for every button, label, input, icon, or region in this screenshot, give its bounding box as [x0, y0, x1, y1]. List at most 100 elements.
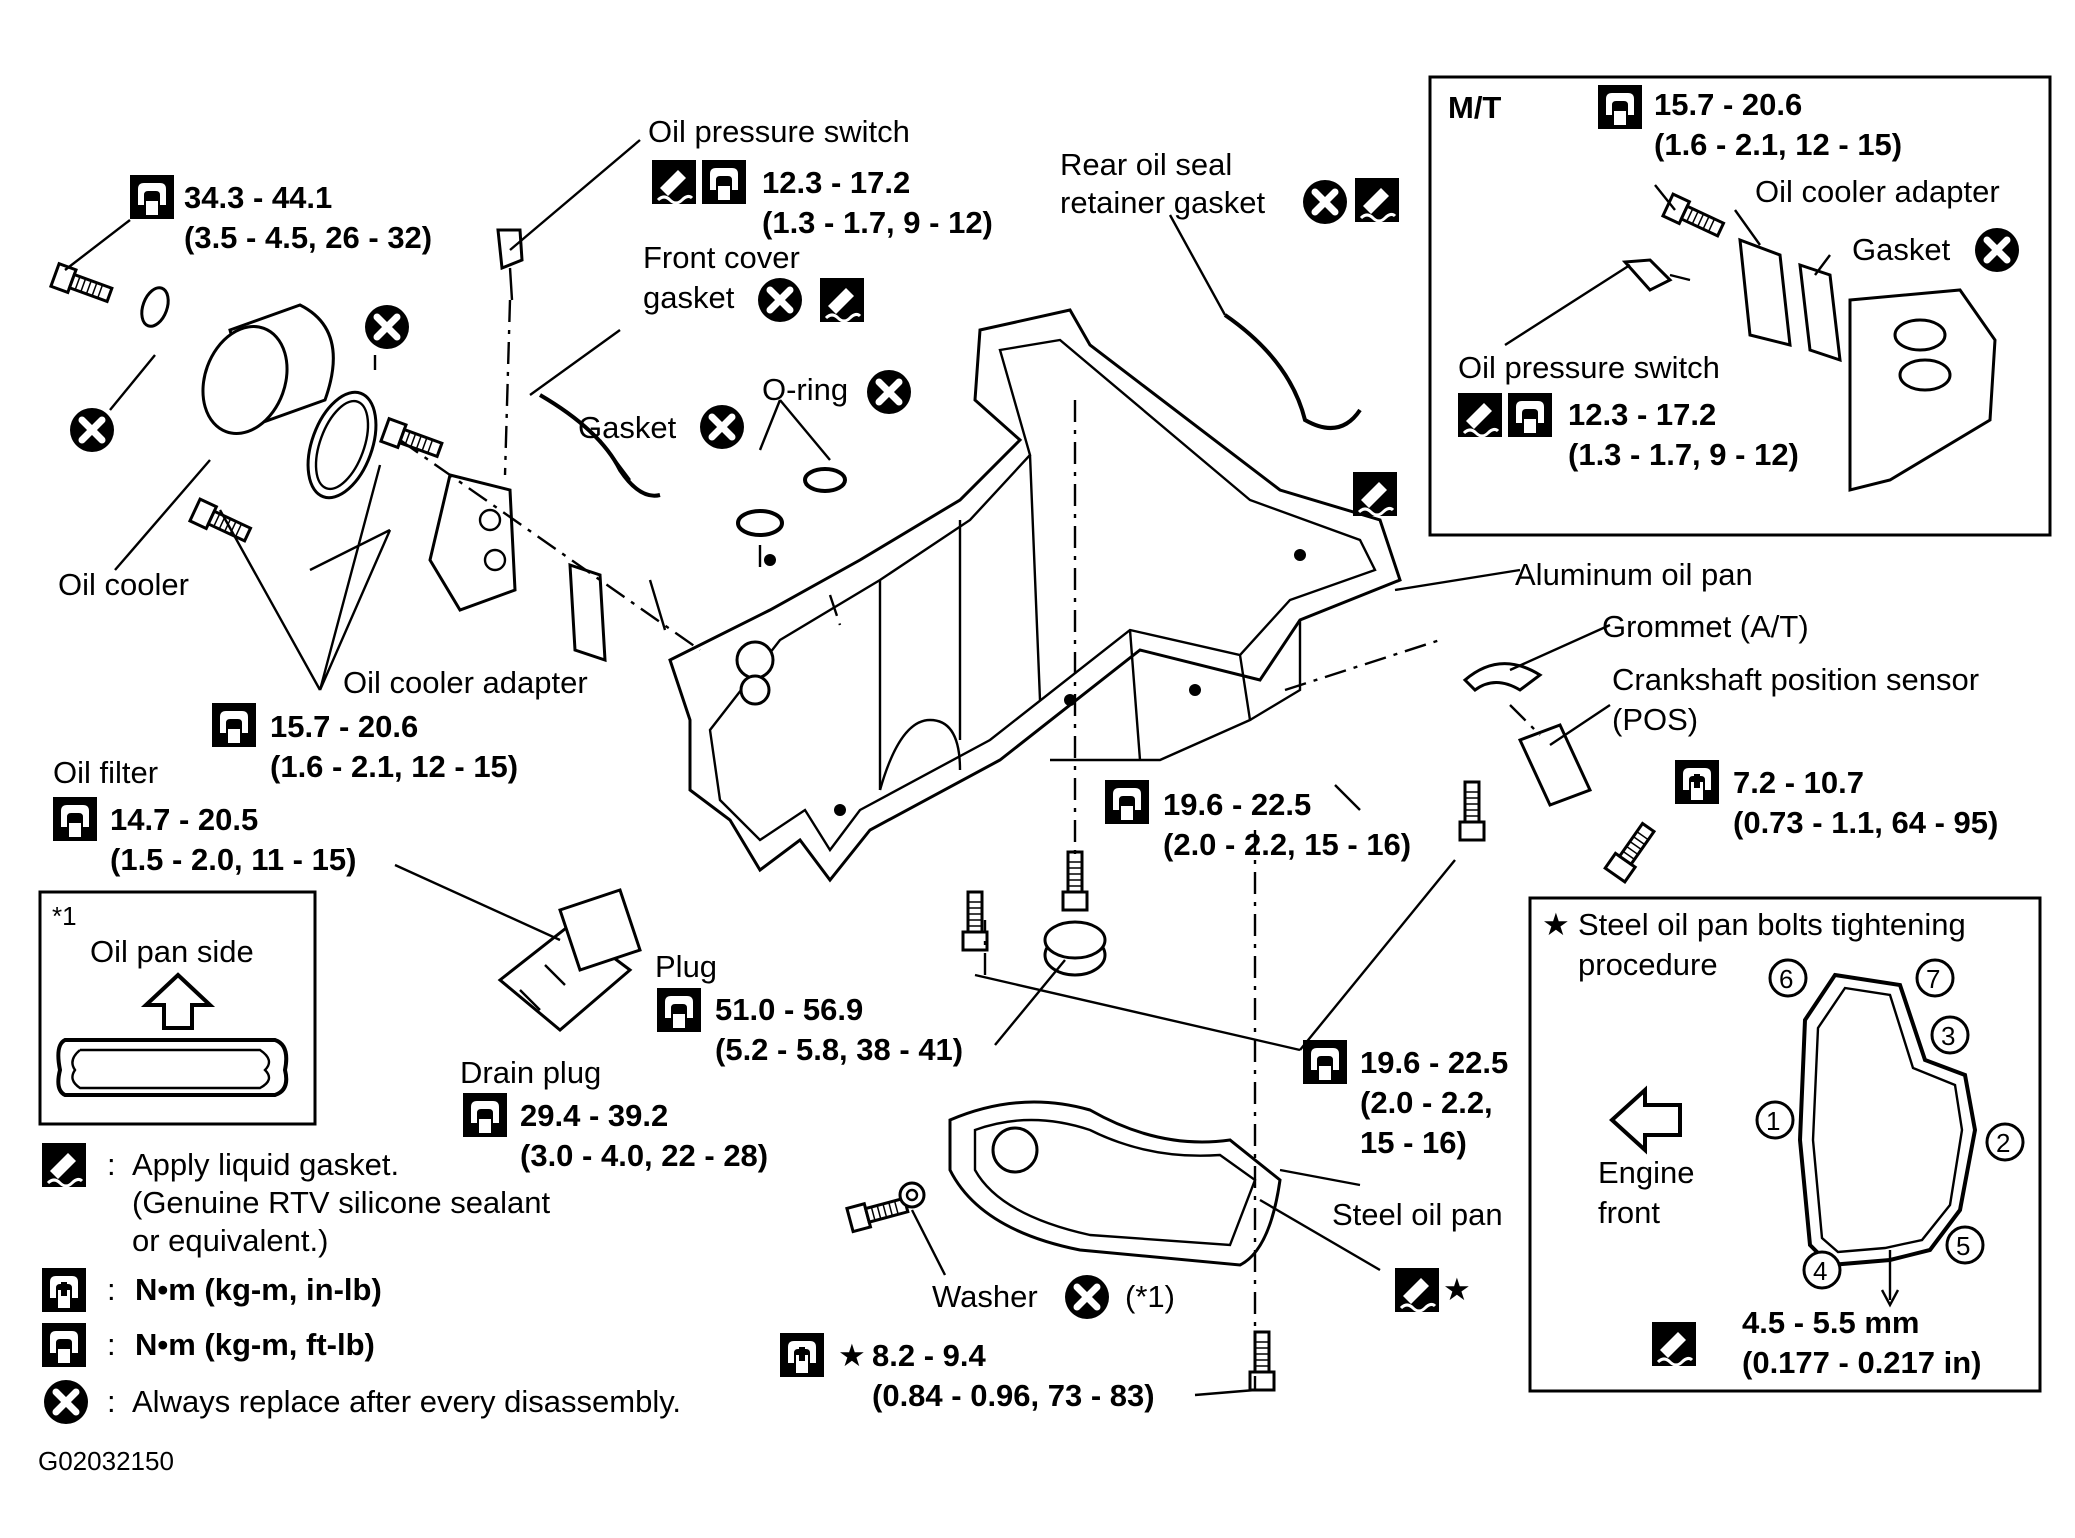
torque-wrench-filled-icon [780, 1333, 824, 1377]
inset-note: *1 [52, 901, 77, 931]
svg-text:(0.73 - 1.1, 64 - 95): (0.73 - 1.1, 64 - 95) [1733, 805, 1998, 840]
torque-wrench-icon [702, 160, 746, 204]
liquid-gasket-icon [1393, 1266, 1441, 1314]
label-o-ring: O-ring [762, 372, 848, 407]
svg-text:34.3 - 44.1: 34.3 - 44.1 [184, 180, 332, 215]
leader-lines [64, 139, 1611, 1397]
svg-text:4.5 - 5.5 mm: 4.5 - 5.5 mm [1742, 1305, 1919, 1340]
label-oil-pressure-switch: Oil pressure switch [648, 114, 910, 149]
label-oil-cooler-adapter: Oil cooler adapter [343, 665, 588, 700]
legend-liquid-gasket: Apply liquid gasket. [132, 1147, 399, 1182]
label-gasket: Gasket [578, 410, 677, 445]
engine-front-arrow-icon [1609, 1085, 1682, 1155]
svg-text::: : [107, 1272, 116, 1307]
legend: : Apply liquid gasket. (Genuine RTV sili… [40, 1141, 681, 1424]
mt-title: M/T [1448, 90, 1501, 125]
svg-text:51.0 - 56.9: 51.0 - 56.9 [715, 992, 863, 1027]
svg-text:(1.3 - 1.7, 9 - 12): (1.3 - 1.7, 9 - 12) [762, 205, 993, 240]
svg-text:or equivalent.): or equivalent.) [132, 1223, 328, 1258]
svg-text:(0.84 - 0.96, 73 - 83): (0.84 - 0.96, 73 - 83) [872, 1378, 1155, 1413]
mt-ops-label: Oil pressure switch [1458, 350, 1720, 385]
svg-text:15.7 - 20.6: 15.7 - 20.6 [1654, 87, 1802, 122]
svg-text:(2.0 - 2.2,: (2.0 - 2.2, [1360, 1085, 1493, 1120]
torque-wrench-icon [1598, 85, 1642, 129]
svg-text:6: 6 [1779, 964, 1793, 994]
bolt-number-2: 2 [1985, 1122, 2025, 1162]
svg-text:(5.2 - 5.8, 38 - 41): (5.2 - 5.8, 38 - 41) [715, 1032, 963, 1067]
label-plug: Plug [655, 949, 717, 984]
label-drain-plug: Drain plug [460, 1055, 601, 1090]
svg-text:(0.177 - 0.217 in): (0.177 - 0.217 in) [1742, 1345, 1982, 1380]
engine-front-label-2: front [1598, 1195, 1660, 1230]
replace-markers: ★ [70, 176, 1471, 1319]
liquid-gasket-icon [1353, 176, 1401, 224]
liquid-gasket-icon [1456, 391, 1504, 439]
bolt-number-7: 7 [1915, 958, 1955, 998]
torque-wrench-icon [1508, 393, 1552, 437]
oil-pan-side-inset: *1 Oil pan side [38, 890, 317, 1126]
tightening-procedure-box: ★ Steel oil pan bolts tightening procedu… [1528, 896, 2042, 1393]
torque-wrench-icon [1105, 780, 1149, 824]
svg-text:(1.5 - 2.0, 11 - 15): (1.5 - 2.0, 11 - 15) [110, 842, 356, 877]
svg-text::: : [107, 1327, 116, 1362]
torque-wrench-filled-icon [1675, 760, 1719, 804]
svg-text:(1.6 - 2.1, 12 - 15): (1.6 - 2.1, 12 - 15) [1654, 127, 1902, 162]
svg-text:3: 3 [1941, 1021, 1955, 1051]
svg-text:7: 7 [1926, 964, 1940, 994]
label-ckp-sensor: Crankshaft position sensor [1612, 662, 1979, 697]
svg-text:15 - 16): 15 - 16) [1360, 1125, 1467, 1160]
small-parts-drawing [497, 313, 1660, 1392]
label-rear-oil-seal-2: retainer gasket [1060, 185, 1265, 220]
star-mark: ★ [838, 1338, 866, 1373]
svg-text:19.6 - 22.5: 19.6 - 22.5 [1163, 787, 1311, 822]
part-labels: Oil pressure switch Rear oil seal retain… [38, 114, 1979, 1476]
replace-x-icon [700, 405, 744, 449]
replace-x-icon [1303, 180, 1347, 224]
replace-x-icon [44, 1380, 88, 1424]
procedure-star: ★ [1542, 907, 1570, 942]
svg-text:(Genuine RTV silicone sealant: (Genuine RTV silicone sealant [132, 1185, 551, 1220]
legend-units-in-lb: N•m (kg-m, in-lb) [135, 1272, 382, 1307]
inset-label: Oil pan side [90, 934, 254, 969]
label-front-cover-2: gasket [643, 280, 735, 315]
torque-wrench-icon [42, 1323, 86, 1367]
svg-text:8.2 - 9.4: 8.2 - 9.4 [872, 1338, 986, 1373]
liquid-gasket-icon [650, 158, 698, 206]
center-lines [399, 299, 1541, 1390]
torque-wrench-icon [130, 175, 174, 219]
engine-front-label: Engine [1598, 1155, 1695, 1190]
torque-wrench-icon [657, 988, 701, 1032]
label-steel-oil-pan: Steel oil pan [1332, 1197, 1503, 1232]
svg-text::: : [107, 1147, 116, 1182]
svg-text::: : [107, 1384, 116, 1419]
legend-replace: Always replace after every disassembly. [132, 1384, 681, 1419]
procedure-title-2: procedure [1578, 947, 1718, 982]
procedure-title: Steel oil pan bolts tightening [1578, 907, 1966, 942]
label-washer: Washer [932, 1279, 1038, 1314]
liquid-gasket-icon [40, 1141, 88, 1189]
label-oil-filter: Oil filter [53, 755, 158, 790]
bolt-number-3: 3 [1930, 1015, 1970, 1055]
torque-wrench-icon [53, 797, 97, 841]
bolt-number-6: 6 [1768, 958, 1808, 998]
replace-x-icon [1065, 1275, 1109, 1319]
label-rear-oil-seal: Rear oil seal [1060, 147, 1232, 182]
svg-text:2: 2 [1996, 1128, 2010, 1158]
label-aluminum-oil-pan: Aluminum oil pan [1515, 557, 1753, 592]
svg-text:(2.0 - 2.2, 15 - 16): (2.0 - 2.2, 15 - 16) [1163, 827, 1411, 862]
bolt-number-1: 1 [1755, 1100, 1795, 1140]
liquid-gasket-icon [818, 276, 866, 324]
svg-text:12.3 - 17.2: 12.3 - 17.2 [762, 165, 910, 200]
svg-text:12.3 - 17.2: 12.3 - 17.2 [1568, 397, 1716, 432]
svg-text:14.7 - 20.5: 14.7 - 20.5 [110, 802, 258, 837]
torque-specs: 34.3 - 44.1 (3.5 - 4.5, 26 - 32) 12.3 - … [53, 158, 1998, 1413]
torque-wrench-icon [212, 703, 256, 747]
mt-inset: M/T 15.7 - 20.6 (1.6 - 2.1, 12 - 15) Oil… [1428, 75, 2052, 537]
bolt-number-4: 4 [1802, 1250, 1842, 1290]
replace-x-icon [867, 370, 911, 414]
replace-x-icon [365, 305, 409, 349]
svg-text:4: 4 [1813, 1256, 1827, 1286]
oil-cooler-drawing [49, 228, 607, 663]
svg-text:(3.0 - 4.0, 22 - 28): (3.0 - 4.0, 22 - 28) [520, 1138, 768, 1173]
